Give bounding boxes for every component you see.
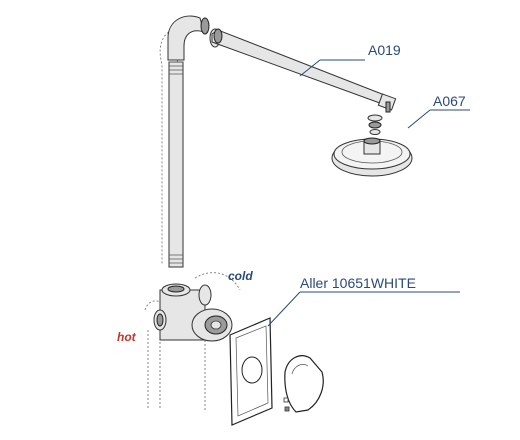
shower-arm bbox=[211, 28, 397, 113]
label-hot: hot bbox=[117, 330, 137, 344]
label-arm: A019 bbox=[368, 42, 401, 58]
mixer-valve-body bbox=[144, 272, 241, 410]
label-mixer: Aller 10651WHITE bbox=[300, 275, 416, 291]
lever-handle bbox=[283, 355, 324, 413]
label-head: A067 bbox=[433, 93, 466, 109]
vertical-riser-pipe bbox=[168, 61, 184, 268]
shower-head bbox=[331, 137, 413, 177]
leader-lines bbox=[267, 59, 470, 327]
label-cold: cold bbox=[228, 269, 253, 283]
cover-plate bbox=[229, 317, 273, 426]
connector-rings bbox=[367, 114, 383, 135]
